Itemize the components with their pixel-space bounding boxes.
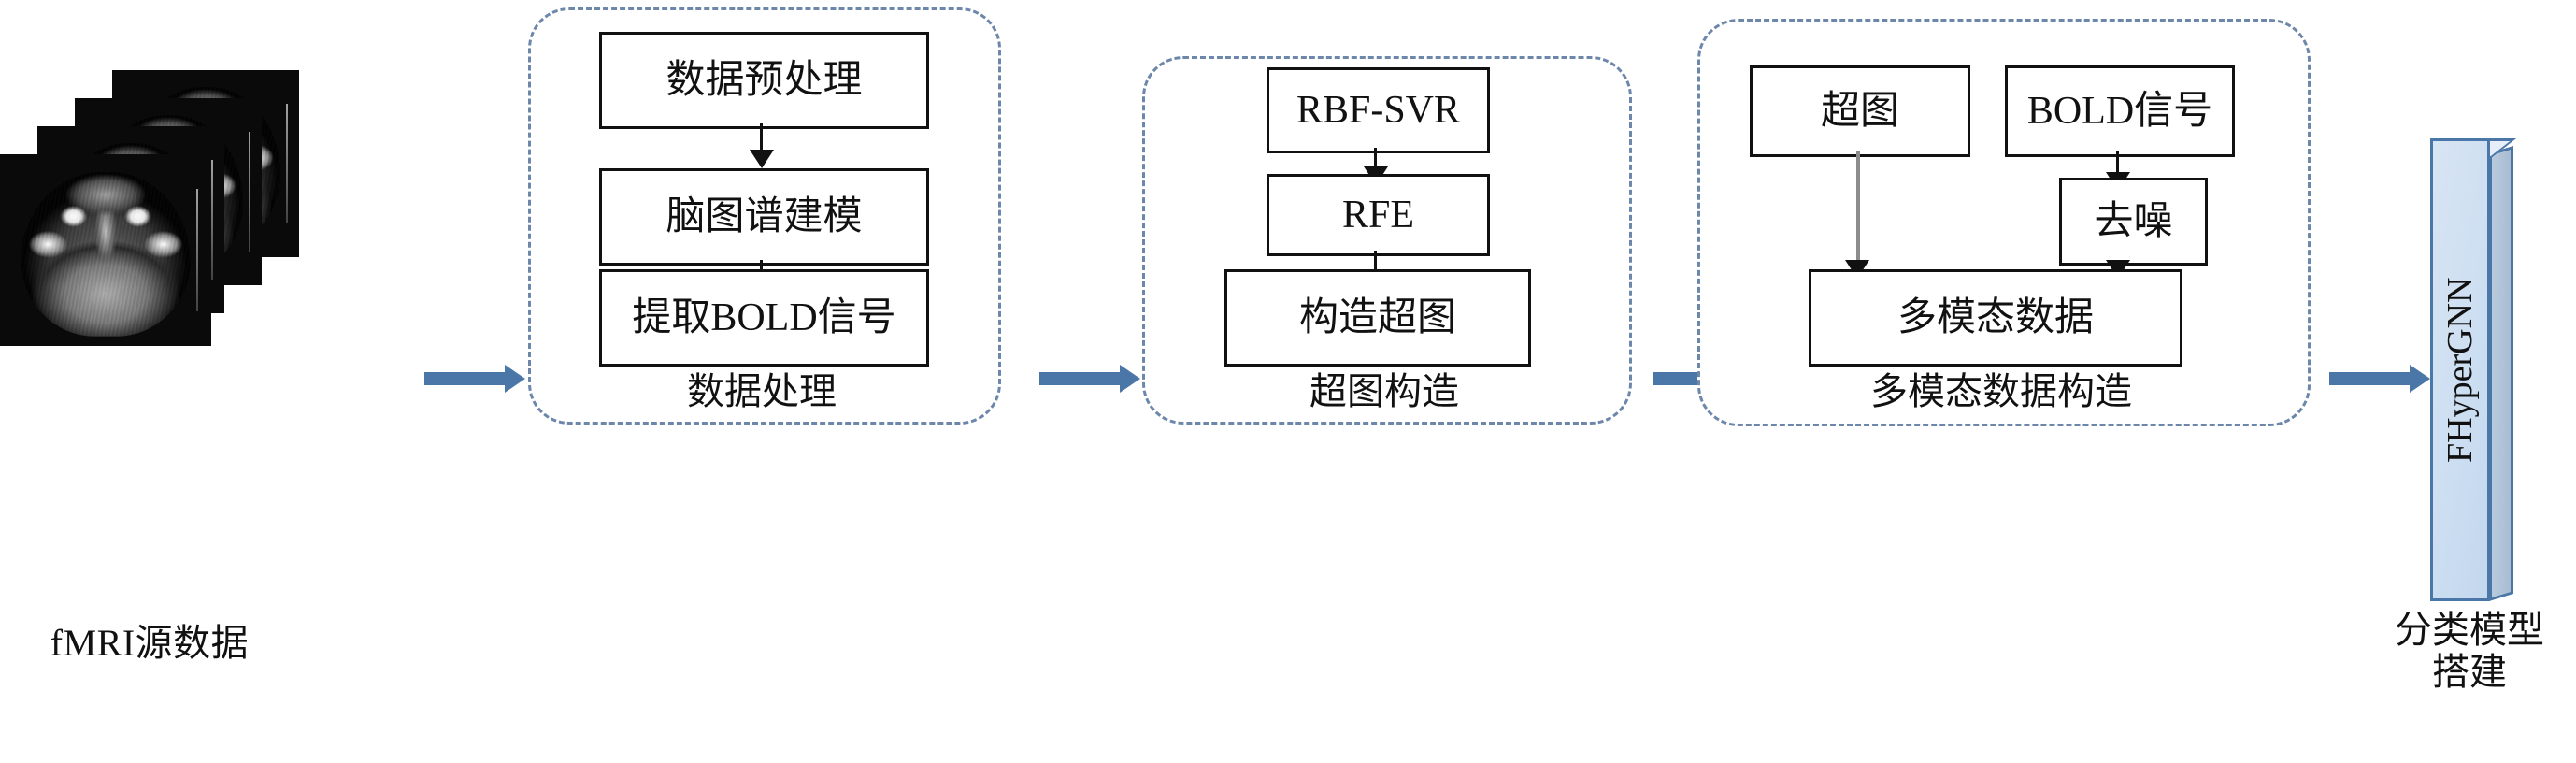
connector-bold-to-denoise [2116, 151, 2119, 181]
stage-arrow-multimodal-to-model [2329, 372, 2411, 385]
brain-slice-render [21, 171, 191, 338]
connector-rbfsvr-to-rfe [1374, 148, 1377, 176]
stage-arrow-source-to-processing [424, 372, 507, 385]
model-block-side-face [2489, 146, 2513, 601]
classification-model-caption: 分类模型 搭建 [2363, 609, 2576, 694]
fmri-source-image [0, 70, 299, 346]
group-label-hypergraph-construction: 超图构造 [1309, 370, 1459, 412]
classification-model-block[interactable]: FHyperGNN [2430, 138, 2517, 601]
slice-rim [196, 188, 199, 312]
stage-arrow-head [2410, 365, 2430, 393]
box-hypergraph[interactable]: 超图 [1750, 65, 1970, 157]
box-extract-bold[interactable]: 提取BOLD信号 [599, 269, 929, 367]
box-build-hypergraph[interactable]: 构造超图 [1224, 269, 1531, 367]
connector-arrowhead [750, 150, 774, 168]
stage-arrow-head [1120, 365, 1140, 393]
connector-hypergraph-to-multimodal [1856, 151, 1860, 273]
slice-rim [211, 160, 213, 280]
group-label-data-processing: 数据处理 [687, 370, 837, 412]
classification-model-caption-line1: 分类模型 [2395, 609, 2544, 651]
group-label-multimodal-construction: 多模态数据构造 [1870, 370, 2132, 412]
slice-rim [249, 132, 250, 252]
box-denoise[interactable]: 去噪 [2059, 178, 2208, 266]
box-multimodal-data[interactable]: 多模态数据 [1809, 269, 2182, 367]
classification-model-caption-line2: 搭建 [2432, 650, 2507, 693]
box-rbf-svr[interactable]: RBF-SVR [1267, 67, 1490, 153]
stage-arrow-processing-to-hypergraph [1039, 372, 1122, 385]
box-rfe[interactable]: RFE [1267, 174, 1490, 256]
fmri-source-label: fMRI源数据 [50, 622, 250, 664]
model-block-label: FHyperGNN [2440, 277, 2480, 463]
mri-slice [0, 154, 211, 346]
slice-rim [286, 104, 288, 223]
connector-preprocess-to-atlas [760, 123, 763, 159]
stage-arrow-head [505, 365, 525, 393]
box-bold-signal[interactable]: BOLD信号 [2005, 65, 2235, 157]
box-data-preprocess[interactable]: 数据预处理 [599, 32, 929, 129]
box-atlas-modeling[interactable]: 脑图谱建模 [599, 168, 929, 266]
model-block-front-face [2430, 138, 2490, 601]
